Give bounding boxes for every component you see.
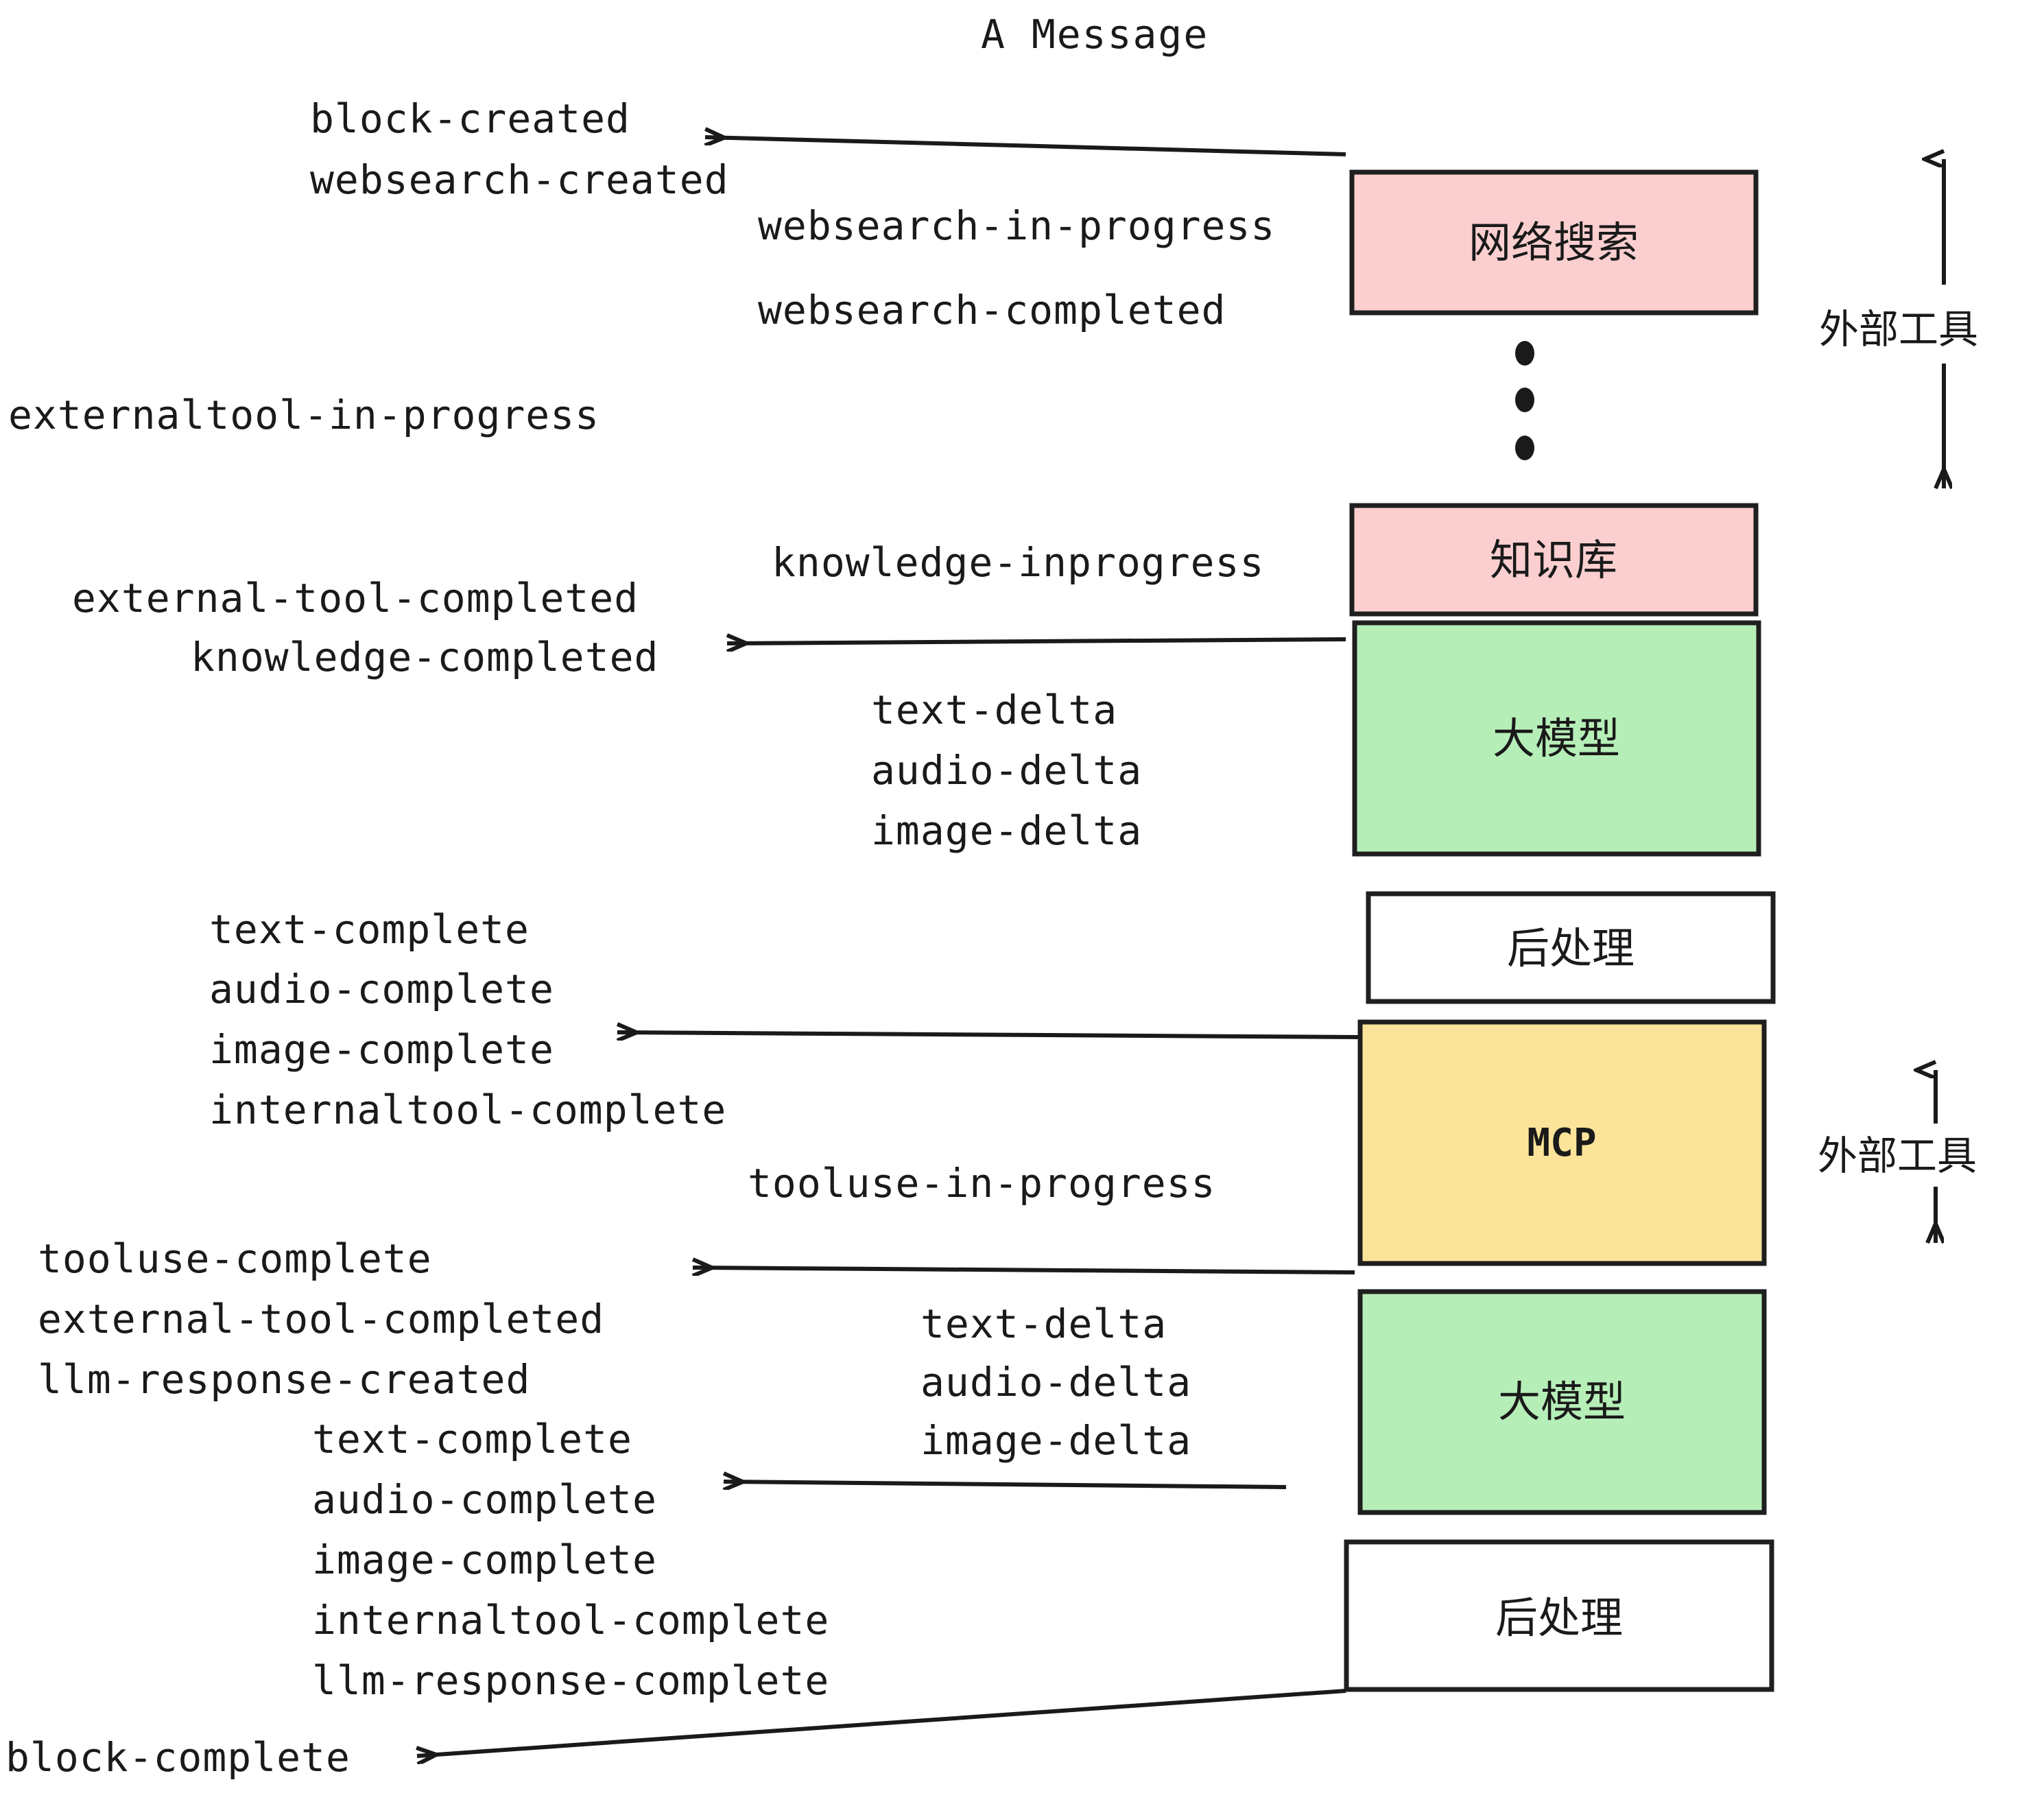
event-knowledge-inprogress: knowledge-inprogress — [772, 539, 1264, 586]
event-websearch-in-progress: websearch-in-progress — [758, 202, 1275, 249]
event-llm-response-complete: llm-response-complete — [312, 1657, 829, 1704]
event-audio-complete-2: audio-complete — [312, 1476, 657, 1523]
event-knowledge-completed: knowledge-completed — [191, 634, 658, 680]
event-externaltool-in-progress: externaltool-in-progress — [8, 392, 599, 438]
event-tooluse-in-progress: tooluse-in-progress — [748, 1160, 1215, 1207]
event-text-complete-2: text-complete — [312, 1416, 632, 1462]
event-image-complete-1: image-complete — [209, 1026, 554, 1073]
node-box-llm-1[interactable] — [1352, 620, 1761, 857]
node-label-postprocess-1: 后处理 — [1507, 923, 1635, 973]
arrow-mcp-to-tooluse-complete — [693, 1268, 1355, 1272]
event-external-tool-completed-2: external-tool-completed — [38, 1296, 604, 1342]
event-text-complete-1: text-complete — [209, 906, 530, 953]
event-external-tool-completed-1: external-tool-completed — [72, 575, 639, 621]
arrow-postprocess1-to-image-complete — [617, 1032, 1359, 1037]
event-internaltool-complete-1: internaltool-complete — [209, 1087, 726, 1133]
event-text-delta-2: text-delta — [920, 1301, 1167, 1347]
event-audio-delta-1: audio-delta — [871, 747, 1142, 794]
event-text-delta-1: text-delta — [871, 687, 1117, 733]
event-websearch-created: websearch-created — [310, 156, 729, 203]
event-tooluse-complete: tooluse-complete — [38, 1235, 432, 1282]
arrow-websearch-to-created — [705, 137, 1346, 156]
event-llm-response-created: llm-response-created — [38, 1356, 530, 1403]
arrow-llm2-to-audio-complete — [724, 1482, 1287, 1487]
external-tools-label-bottom: 外部工具 — [1818, 1132, 1977, 1179]
event-audio-delta-2: audio-delta — [920, 1359, 1191, 1405]
node-box-mcp[interactable] — [1357, 1019, 1767, 1266]
node-box-websearch[interactable] — [1349, 169, 1759, 316]
event-block-created: block-created — [310, 95, 630, 142]
event-image-delta-1: image-delta — [871, 807, 1142, 854]
event-block-complete: block-complete — [5, 1734, 350, 1781]
node-box-knowledge[interactable] — [1349, 503, 1759, 617]
node-label-mcp: MCP — [1527, 1121, 1596, 1165]
external-tools-annotation-bottom: 外部工具 — [1818, 1070, 1977, 1243]
arrow-knowledge-to-completed — [727, 639, 1346, 643]
event-image-delta-2: image-delta — [920, 1417, 1191, 1464]
external-tools-label-top: 外部工具 — [1819, 306, 1978, 353]
external-tools-annotation-top: 外部工具 — [1819, 159, 1978, 488]
arrow-postprocess2-to-block-complete — [417, 1689, 1346, 1756]
node-label-llm-1: 大模型 — [1493, 713, 1620, 763]
node-label-llm-2: 大模型 — [1498, 1377, 1626, 1427]
node-box-postprocess-2[interactable] — [1344, 1539, 1774, 1692]
event-image-complete-2: image-complete — [312, 1536, 657, 1583]
event-audio-complete-1: audio-complete — [209, 966, 554, 1012]
node-label-websearch: 网络搜索 — [1469, 217, 1639, 268]
page-title: A Message — [981, 11, 1209, 58]
node-label-knowledge: 知识库 — [1490, 535, 1617, 585]
event-internaltool-complete-2: internaltool-complete — [312, 1597, 829, 1643]
node-box-llm-2[interactable] — [1357, 1289, 1767, 1515]
node-box-postprocess-1[interactable] — [1366, 891, 1776, 1004]
node-label-postprocess-2: 后处理 — [1495, 1593, 1623, 1643]
vertical-ellipsis-icon — [1515, 341, 1534, 460]
event-websearch-completed: websearch-completed — [758, 287, 1226, 333]
